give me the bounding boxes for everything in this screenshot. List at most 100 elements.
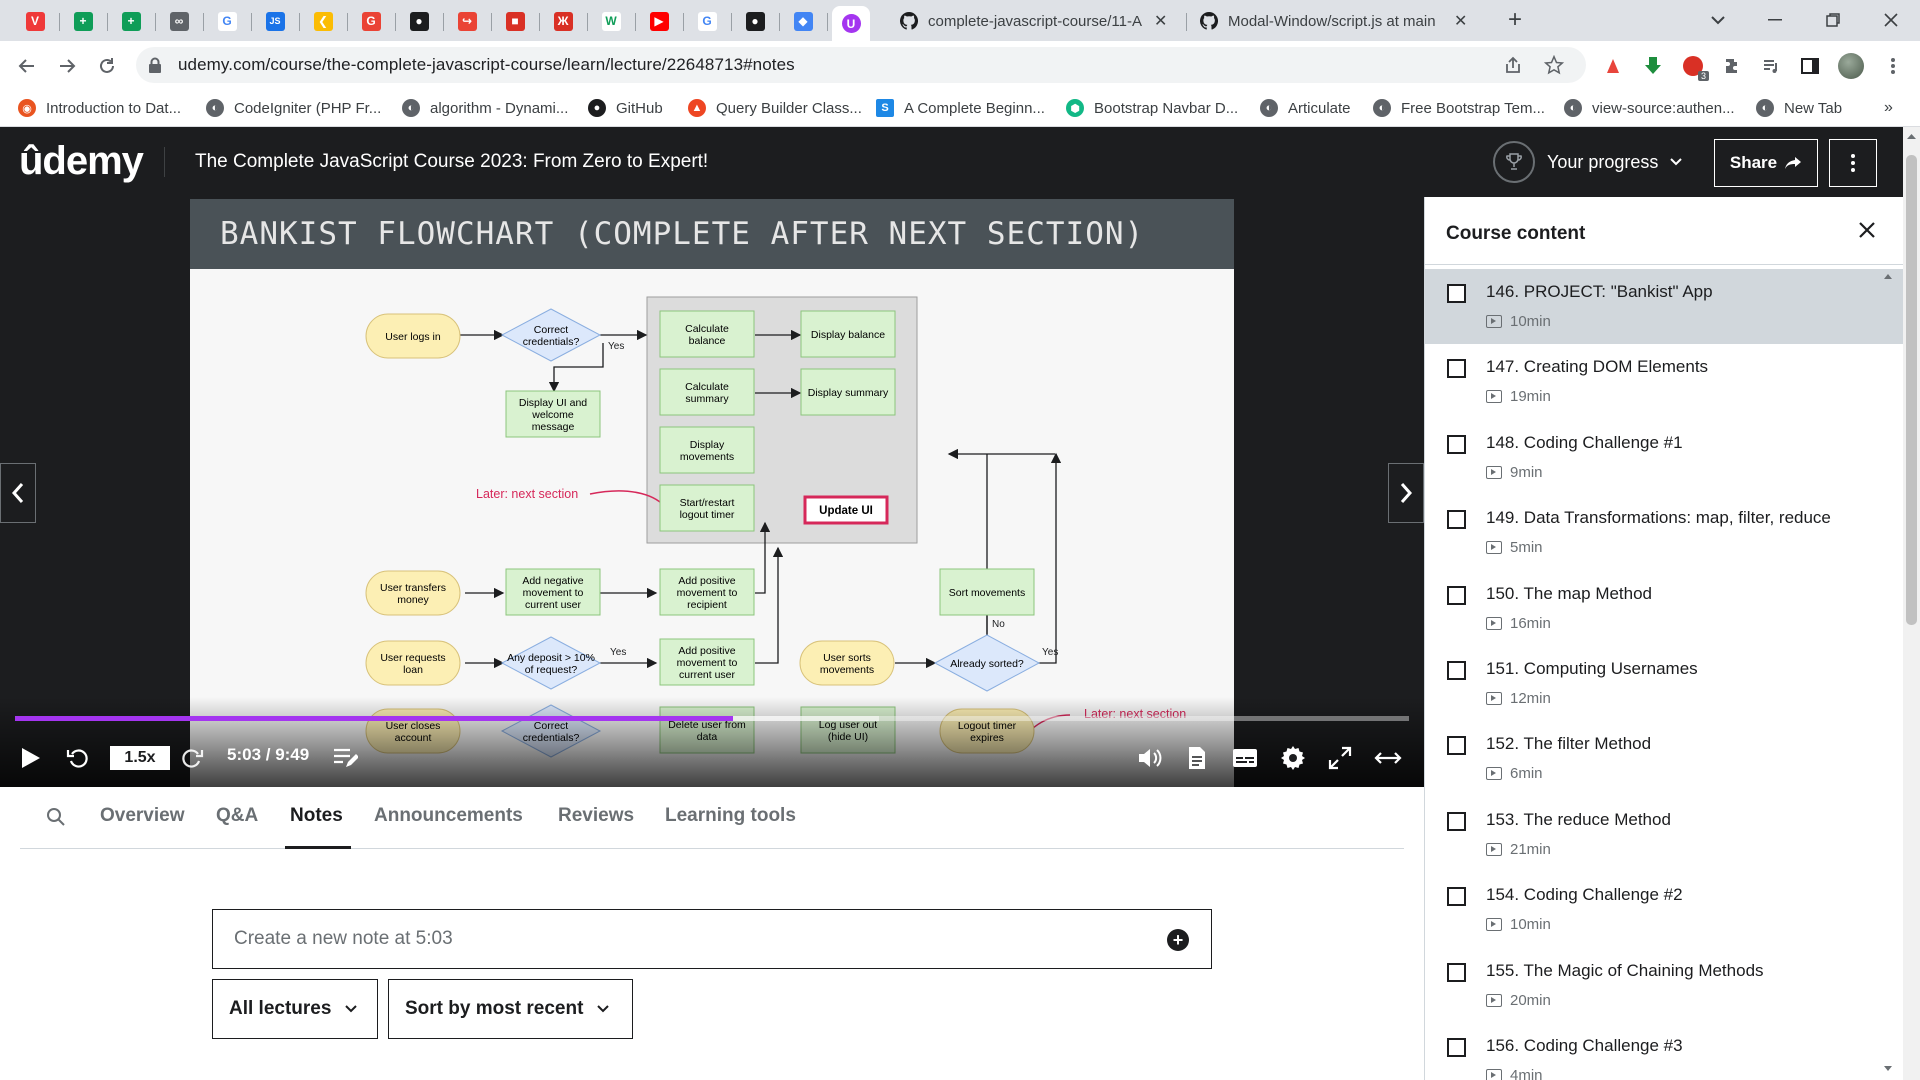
tab-announcements[interactable]: Announcements	[374, 805, 523, 826]
add-note-plus-icon[interactable]: +	[1167, 929, 1189, 951]
lecture-item[interactable]: 154. Coding Challenge #2 10min	[1425, 872, 1903, 947]
tab-reviews[interactable]: Reviews	[558, 805, 635, 826]
bookmark-item[interactable]: ⬢Bootstrap Navbar D...	[1066, 97, 1238, 119]
video-player[interactable]: BANKIST FLOWCHART (COMPLETE AFTER NEXT S…	[0, 197, 1424, 787]
lecture-item[interactable]: 156. Coding Challenge #3 4min	[1425, 1023, 1903, 1080]
pinned-tab[interactable]: JS	[256, 6, 294, 36]
tab-github-course[interactable]: complete-javascript-course/11-A ✕	[890, 6, 1180, 36]
forward-icon[interactable]	[54, 53, 80, 79]
tab-search-icon[interactable]	[1703, 8, 1733, 32]
lecture-checkbox[interactable]	[1447, 1038, 1466, 1057]
close-window-icon[interactable]	[1876, 8, 1906, 32]
add-note-button[interactable]	[332, 740, 358, 776]
close-tab-icon[interactable]: ✕	[1154, 13, 1168, 30]
close-sidebar-icon[interactable]	[1858, 221, 1876, 239]
bookmark-item[interactable]: ◉Introduction to Dat...	[18, 97, 181, 119]
play-button[interactable]	[20, 740, 42, 776]
pinned-tab[interactable]: ■	[496, 6, 534, 36]
download-icon[interactable]	[1640, 53, 1666, 79]
new-note-input[interactable]: Create a new note at 5:03 +	[212, 909, 1212, 969]
lecture-item[interactable]: 150. The map Method 16min	[1425, 571, 1903, 646]
lecture-checkbox[interactable]	[1447, 510, 1466, 530]
lecture-item-current[interactable]: 146. PROJECT: "Bankist" App 10min	[1425, 269, 1903, 344]
lecture-item[interactable]: 147. Creating DOM Elements 19min	[1425, 344, 1903, 419]
lecture-item[interactable]: 151. Computing Usernames 12min	[1425, 646, 1903, 721]
pinned-tab[interactable]: W	[592, 6, 630, 36]
page-scrollbar[interactable]	[1903, 127, 1920, 1080]
pinned-tab[interactable]: ▶	[640, 6, 678, 36]
more-options-button[interactable]	[1829, 139, 1877, 187]
lecture-item[interactable]: 152. The filter Method 6min	[1425, 721, 1903, 796]
lecture-item[interactable]: 148. Coding Challenge #1 9min	[1425, 420, 1903, 495]
pinned-tab[interactable]: Ж	[544, 6, 582, 36]
puzzle-icon[interactable]	[1719, 53, 1745, 79]
bookmark-item[interactable]: ◐Free Bootstrap Tem...	[1373, 97, 1545, 119]
lecture-filter-select[interactable]: All lectures	[212, 979, 378, 1039]
fullscreen-button[interactable]	[1328, 740, 1352, 776]
bookmark-item[interactable]: ◐CodeIgniter (PHP Fr...	[206, 97, 381, 119]
lock-icon[interactable]	[148, 57, 162, 73]
pinned-tab[interactable]: G	[688, 6, 726, 36]
lecture-item[interactable]: 155. The Magic of Chaining Methods 20min	[1425, 948, 1903, 1023]
share-button[interactable]: Share	[1714, 139, 1818, 187]
tab-overview[interactable]: Overview	[100, 805, 185, 826]
seek-bar[interactable]	[15, 716, 1409, 721]
lecture-checkbox[interactable]	[1447, 434, 1466, 454]
tab-qa[interactable]: Q&A	[216, 805, 259, 826]
tab-notes[interactable]: Notes	[290, 805, 343, 826]
pinned-tab[interactable]: ◆	[784, 6, 822, 36]
course-title[interactable]: The Complete JavaScript Course 2023: Fro…	[195, 151, 709, 172]
back-icon[interactable]	[14, 53, 40, 79]
settings-button[interactable]	[1280, 740, 1306, 776]
pinned-tab[interactable]: G	[352, 6, 390, 36]
udemy-logo[interactable]: ûdemy	[19, 139, 144, 183]
reload-icon[interactable]	[94, 53, 120, 79]
sidebar-scrollbar[interactable]	[1881, 270, 1895, 1080]
lecture-checkbox[interactable]	[1447, 887, 1466, 907]
playback-speed-button[interactable]: 1.5x	[110, 746, 170, 770]
pinned-tab[interactable]: ∞	[160, 6, 198, 36]
lecture-item[interactable]: 149. Data Transformations: map, filter, …	[1425, 495, 1903, 570]
pinned-tab[interactable]: V	[16, 6, 54, 36]
captions-button[interactable]	[1232, 740, 1258, 776]
close-tab-icon[interactable]: ✕	[1454, 13, 1468, 30]
bookmark-item[interactable]: ◐New Tab	[1756, 97, 1842, 119]
extension-icon[interactable]	[1600, 53, 1626, 79]
share-page-icon[interactable]	[1504, 56, 1522, 74]
bookmark-item[interactable]: ●GitHub	[588, 97, 663, 119]
pinned-tab[interactable]: ❮	[304, 6, 342, 36]
lecture-checkbox[interactable]	[1447, 661, 1466, 680]
search-icon[interactable]	[46, 807, 66, 827]
adblock-icon[interactable]: 3	[1680, 53, 1709, 81]
browser-menu-icon[interactable]	[1880, 53, 1906, 79]
pinned-tab[interactable]: ●	[736, 6, 774, 36]
pinned-tab[interactable]: +	[64, 6, 102, 36]
next-lecture-button[interactable]	[1388, 463, 1424, 523]
lecture-checkbox[interactable]	[1447, 811, 1466, 831]
pinned-tab[interactable]: +	[112, 6, 150, 36]
sort-select[interactable]: Sort by most recent	[388, 979, 633, 1039]
bookmark-star-icon[interactable]	[1544, 55, 1564, 75]
pinned-tab[interactable]: U	[832, 6, 870, 41]
minimize-icon[interactable]	[1760, 8, 1790, 32]
theater-mode-button[interactable]	[1374, 740, 1402, 776]
bookmark-item[interactable]: ◐view-source:authen...	[1564, 97, 1735, 119]
avatar[interactable]	[1838, 53, 1864, 79]
bookmark-item[interactable]: ◐Articulate	[1260, 97, 1351, 119]
lecture-checkbox[interactable]	[1447, 359, 1466, 379]
forward-button[interactable]	[180, 740, 204, 776]
lecture-checkbox[interactable]	[1447, 736, 1466, 756]
volume-button[interactable]	[1137, 740, 1163, 776]
previous-lecture-button[interactable]	[0, 463, 36, 523]
pinned-tab[interactable]: ●	[400, 6, 438, 36]
bookmark-item[interactable]: ▲Query Builder Class...	[688, 97, 862, 119]
pinned-tab[interactable]: ↪	[448, 6, 486, 36]
side-panel-icon[interactable]	[1797, 53, 1823, 79]
rewind-button[interactable]	[66, 740, 90, 776]
bookmark-item[interactable]: ◐algorithm - Dynami...	[402, 97, 568, 119]
address-bar[interactable]: udemy.com/course/the-complete-javascript…	[136, 47, 1586, 83]
bookmarks-overflow-icon[interactable]: »	[1884, 99, 1893, 116]
media-control-icon[interactable]	[1758, 53, 1784, 79]
tab-github-modal[interactable]: Modal-Window/script.js at main ✕	[1190, 6, 1480, 36]
